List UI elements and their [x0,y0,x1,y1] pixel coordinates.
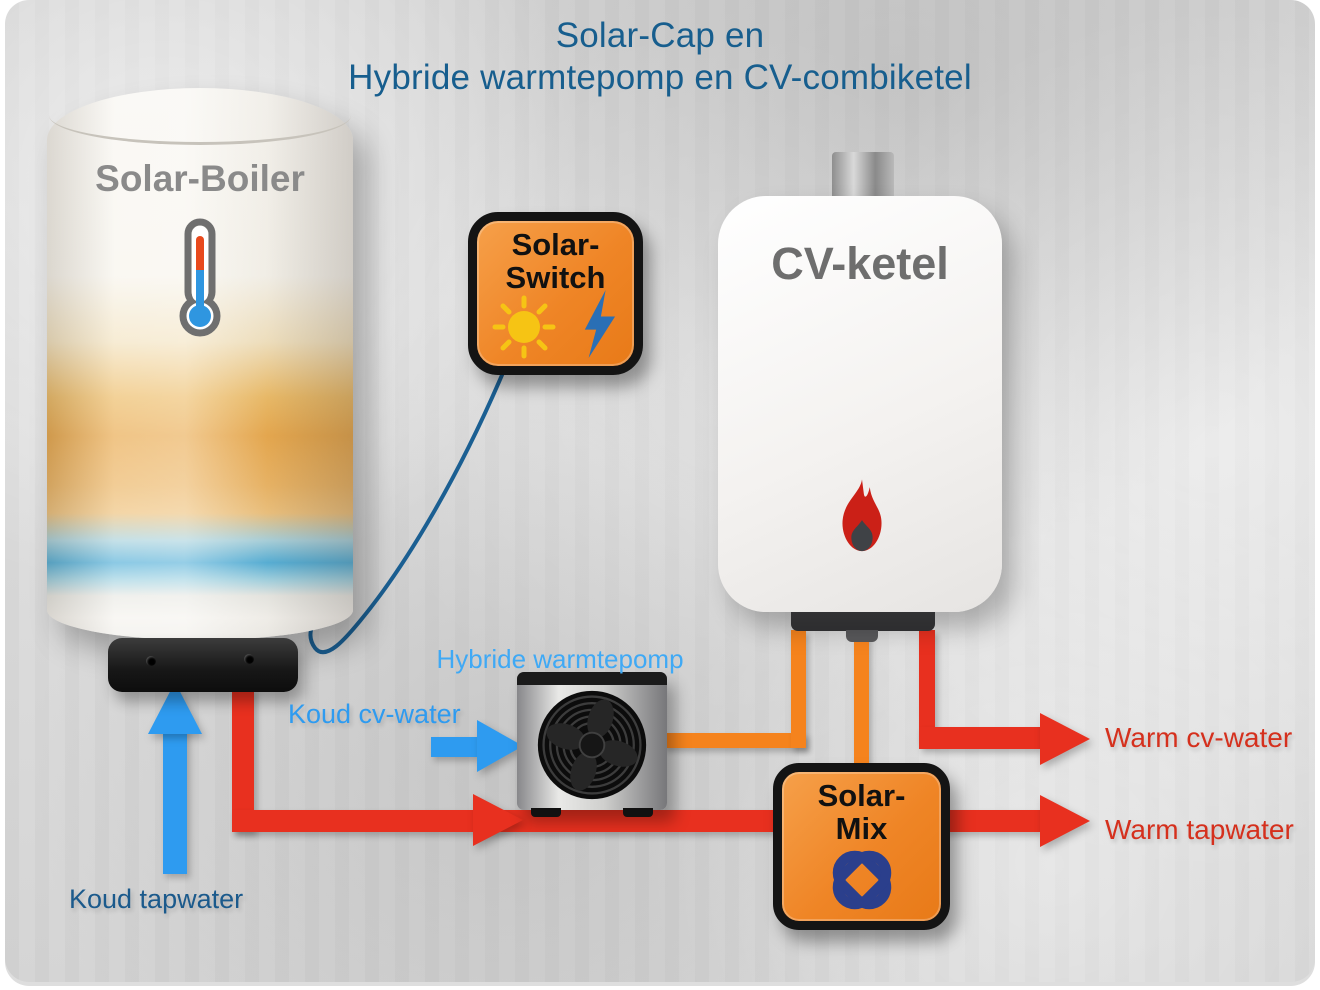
solar-mix-label-line2: Mix [835,810,888,846]
koud-cv-water-pipe [431,737,477,757]
screw-icon [244,654,254,664]
heat-pump-top-bar [517,672,667,685]
warm-cv-pipe-horizontal [919,727,1040,749]
solar-switch-box: Solar- Switch [468,212,643,375]
lightning-icon [584,290,616,358]
flame-icon [842,479,882,552]
page-title-line2: Hybride warmtepomp en CV-combiketel [348,58,972,97]
thermometer-icon [179,218,221,337]
page-title-line1: Solar-Cap en [555,16,765,55]
warm-tapwater-arrowhead [1040,795,1090,847]
warm-cv-water-arrowhead [1040,713,1090,765]
koud-cv-water-arrowhead [477,720,523,772]
koud-tapwater-pipe [163,726,187,874]
solar-mix-box: Solar- Mix [773,763,950,930]
warm-tapwater-label: Warm tapwater [1105,814,1294,845]
control-wire [308,373,504,655]
boiler-base [108,638,298,692]
cv-ketel-label: CV-ketel [771,238,949,289]
warm-tapwater-pipe [940,810,1040,832]
cv-left-pipe [791,630,806,748]
heat-pump-foot [623,808,653,817]
solar-switch-label-line2: Switch [505,259,606,295]
heat-pump-label: Hybride warmtepomp [436,644,684,674]
concrete-background: Solar-Cap en Hybride warmtepomp en CV-co… [5,0,1315,982]
solar-boiler-tank [47,88,353,640]
warm-cv-water-label: Warm cv-water [1105,722,1293,753]
tapwater-flow-arrowhead [473,794,523,846]
cv-to-solarmix-pipe [854,630,869,770]
warm-cv-pipe-vertical [919,630,935,742]
knot-icon [832,850,892,910]
solar-switch-label-line1: Solar- [511,227,600,262]
cv-ketel-connector [846,630,878,642]
boiler-out-pipe-vertical [232,688,254,832]
solar-mix-label-line1: Solar- [817,778,906,813]
boiler-label: Solar-Boiler [95,158,305,199]
fan-icon [537,690,647,800]
koud-cv-water-label: Koud cv-water [288,699,461,729]
pump-to-cv-pipe [663,733,806,748]
sun-icon [492,295,556,359]
flue-pipe [832,152,894,202]
heat-pump-body [517,672,667,817]
screw-icon [146,656,156,666]
heat-pump-foot [531,808,561,817]
koud-tapwater-label: Koud tapwater [69,884,244,914]
boiler-lid-seam [49,86,351,145]
